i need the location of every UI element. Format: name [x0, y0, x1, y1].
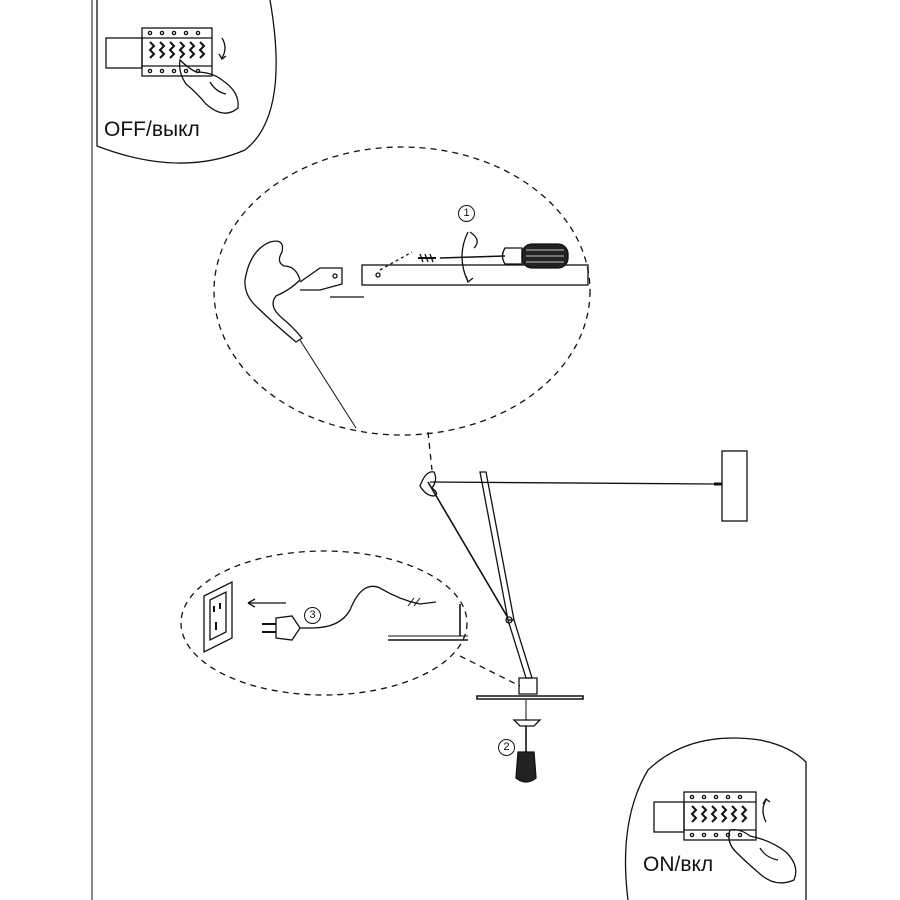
on-panel — [624, 737, 807, 900]
power-connector-line — [459, 655, 521, 687]
step-3-marker: 3 — [304, 607, 321, 624]
screw-guide-line — [379, 251, 413, 271]
step-2-marker: 2 — [498, 739, 515, 756]
power-connection-ellipse — [180, 550, 468, 696]
power-cord — [311, 585, 437, 629]
rotation-arrow-icon — [218, 37, 227, 60]
hand-icon — [178, 58, 239, 114]
base-screw-detail — [512, 700, 542, 783]
lamp-horizontal-arm — [429, 481, 715, 485]
step-1-marker: 1 — [458, 205, 475, 222]
lamp-base — [476, 695, 584, 700]
circuit-breaker-icon — [653, 791, 757, 841]
off-panel-border — [96, 0, 277, 164]
wall-socket-icon — [203, 580, 233, 654]
arrow-to-socket — [247, 598, 286, 608]
lamp-base-side-view — [388, 604, 468, 641]
screw-icon — [418, 253, 436, 263]
wall-plate — [721, 450, 748, 522]
detail-connector-line — [427, 431, 433, 471]
lamp-lower-post — [507, 619, 533, 679]
off-label: OFF/выкл — [104, 118, 200, 141]
wire-pointer-line — [299, 339, 357, 429]
plug-icon — [262, 615, 312, 641]
rotation-arrow-icon — [461, 231, 478, 284]
wall-mount-detail-ellipse — [213, 146, 591, 436]
off-panel — [96, 0, 277, 164]
wall-bracket-icon — [244, 240, 364, 343]
lamp-diagonal-arm — [427, 481, 509, 619]
lamp-icon — [419, 450, 748, 700]
mounting-plate — [361, 264, 589, 286]
on-label: ON/вкл — [643, 853, 714, 876]
screwdriver-icon — [515, 751, 537, 783]
on-panel-border — [624, 737, 807, 900]
hand-icon — [728, 828, 797, 884]
screwdriver-icon — [439, 243, 569, 269]
rotation-arrow-icon — [762, 798, 771, 823]
circuit-breaker-icon — [105, 27, 213, 77]
